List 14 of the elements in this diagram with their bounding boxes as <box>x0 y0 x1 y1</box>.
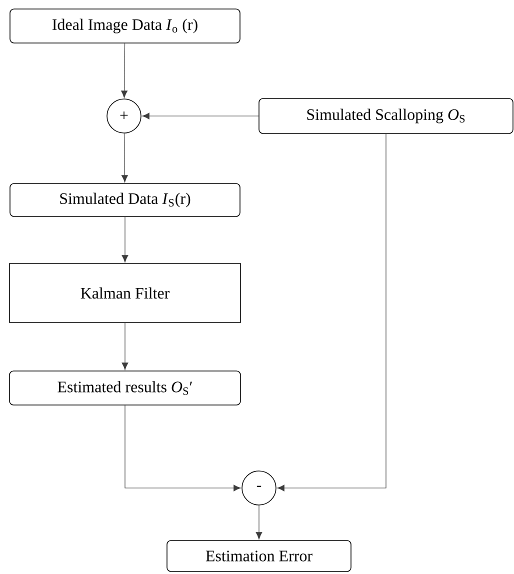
arrow <box>142 112 259 120</box>
arrow <box>121 43 128 98</box>
arrow <box>122 322 128 370</box>
arrow <box>256 505 262 540</box>
rounded-box: Estimation Error <box>166 540 352 572</box>
process-box: Kalman Filter <box>9 263 241 323</box>
arrow <box>121 133 128 182</box>
arrow <box>124 405 241 492</box>
rounded-box: Estimated results O$_{S}$′ <box>9 370 241 406</box>
rounded-box: Simulated Scalloping O$_{S}$ <box>258 98 514 134</box>
arrow <box>277 134 386 492</box>
arrow <box>122 216 128 262</box>
rounded-box: Simulated Data I$_{S}$(r) <box>10 183 240 217</box>
rounded-box: Ideal Image Data I$_{o}$ (r) <box>10 8 240 44</box>
